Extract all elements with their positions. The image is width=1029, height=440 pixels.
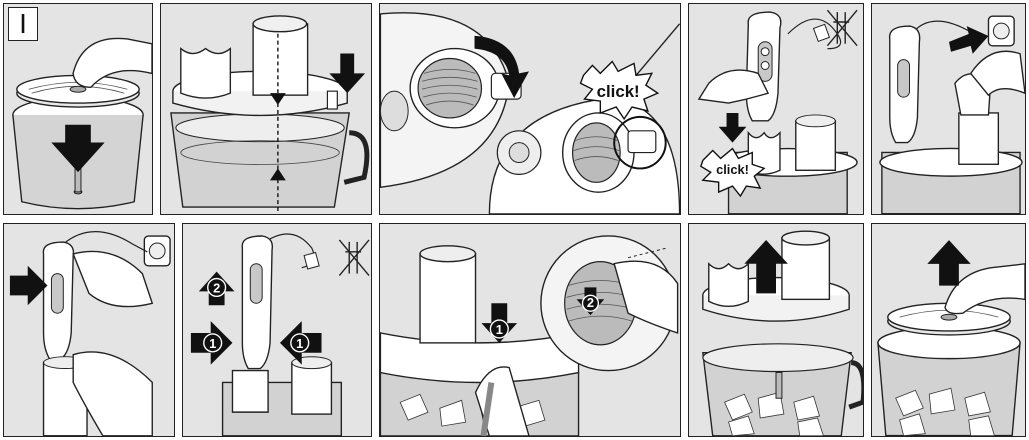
- illustration-remove-lid: [702, 230, 863, 436]
- step-marker: 1: [496, 322, 503, 337]
- panel-step-6-operate: [3, 223, 175, 437]
- illustration-plug-in: [879, 15, 1025, 214]
- hand-icon: [697, 69, 770, 104]
- click-callout: click!: [597, 82, 640, 101]
- hand-icon: [72, 250, 154, 308]
- illustration-attach-lid: [170, 15, 370, 214]
- step-label: I: [8, 7, 38, 41]
- arrow-down-icon: [329, 53, 366, 94]
- panel-step-5-plug-in: [871, 3, 1026, 215]
- hand-icon: [613, 260, 679, 334]
- hand-icon: [72, 37, 152, 88]
- hand-icon: [72, 351, 153, 436]
- arrow-down-icon: [269, 93, 286, 106]
- plug-icon: [812, 23, 831, 43]
- panel-step-4-attach-motor: click!: [688, 3, 864, 215]
- click-burst-icon: [579, 60, 660, 121]
- panel-step-1-insert-blade: I: [3, 3, 153, 215]
- arrow-down-icon: [718, 112, 747, 143]
- step-marker: 2: [587, 295, 594, 310]
- illustration-insert-blade: [12, 37, 152, 210]
- arrow-up-icon: [744, 240, 788, 294]
- unplugged-icon: [826, 9, 858, 47]
- click-callout: click!: [716, 162, 749, 177]
- panel-step-3-lock-lid: click!: [379, 3, 681, 215]
- arrow-up-icon: [927, 240, 971, 286]
- click-burst-icon: [700, 147, 766, 198]
- illustration-attach-motor: click!: [697, 9, 858, 214]
- illustration-release-lid: 1 2: [380, 235, 679, 436]
- step-marker: 2: [213, 280, 220, 295]
- illustration-detach-motor: 2 1 1: [190, 233, 370, 436]
- arrow-right-icon: [9, 265, 48, 306]
- panel-step-7-detach-motor: 2 1 1: [182, 223, 372, 437]
- step-marker: 1: [296, 336, 303, 351]
- panel-step-9-remove-lid: [688, 223, 864, 437]
- panel-step-2-attach-lid: [160, 3, 372, 215]
- panel-step-10-remove-blade: [871, 223, 1026, 437]
- step-marker: 1: [209, 336, 216, 351]
- unplugged-icon: [338, 239, 370, 277]
- arrow-curved-icon: [474, 35, 530, 99]
- illustration-remove-blade: [877, 240, 1025, 436]
- arrow-up-icon: [269, 168, 286, 181]
- plug-icon: [303, 251, 320, 270]
- arrow-right-icon: [948, 26, 989, 54]
- illustration-operate: [9, 231, 171, 436]
- arrow-down-icon: [51, 124, 105, 173]
- hand-icon: [944, 263, 1025, 315]
- illustration-lock-lid: click!: [380, 12, 680, 214]
- panel-step-8-release-lid: 1 2: [379, 223, 681, 437]
- hand-icon: [969, 50, 1025, 97]
